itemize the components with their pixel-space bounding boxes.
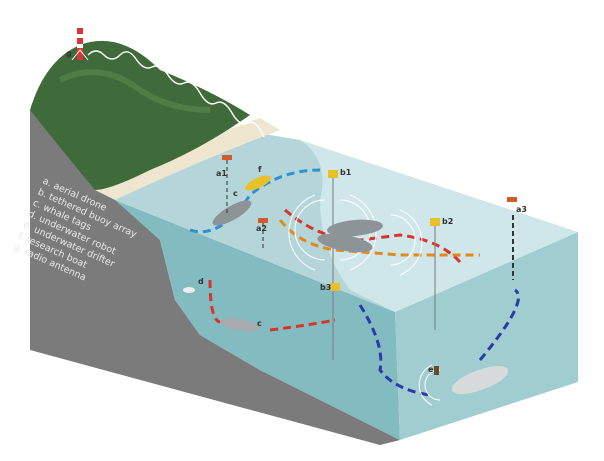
continental-shelf [115, 130, 395, 312]
marker-e: e [428, 365, 434, 374]
whale [220, 318, 260, 332]
whale [327, 219, 383, 237]
buoy-icon [328, 170, 440, 291]
aerial-drone-icon [222, 155, 517, 223]
acoustic-waves [288, 194, 441, 406]
island-forest [30, 40, 250, 191]
marker-a1: a1 [216, 169, 227, 178]
whale [451, 366, 509, 394]
beach [95, 118, 280, 200]
robot-track-red [208, 279, 336, 332]
whale [212, 200, 252, 226]
research-boat-icon [245, 175, 271, 191]
marker-c: c [233, 189, 238, 198]
drifter-track-navy [358, 288, 520, 397]
marker-c: c [257, 319, 262, 328]
whale-track-blue [189, 168, 321, 234]
cliff-cross-section [30, 110, 400, 445]
marker-a2: a2 [256, 224, 267, 233]
marker-b1: b1 [340, 168, 352, 177]
marker-a3: a3 [516, 205, 527, 214]
underwater-drifter-icon [434, 366, 439, 375]
whale [317, 233, 373, 253]
ocean-front-face [115, 200, 400, 440]
marker-b2: b2 [442, 217, 453, 226]
marker-d: d [198, 277, 204, 286]
marker-f: f [258, 165, 262, 174]
marker-g: g [66, 49, 72, 58]
radio-wave [87, 50, 265, 138]
ocean-right-face [395, 232, 578, 440]
marker-b3: b3 [320, 283, 331, 292]
underwater-robot-icon [183, 287, 195, 293]
whale-track-orange [278, 219, 480, 257]
radio-antenna-icon [71, 28, 89, 61]
